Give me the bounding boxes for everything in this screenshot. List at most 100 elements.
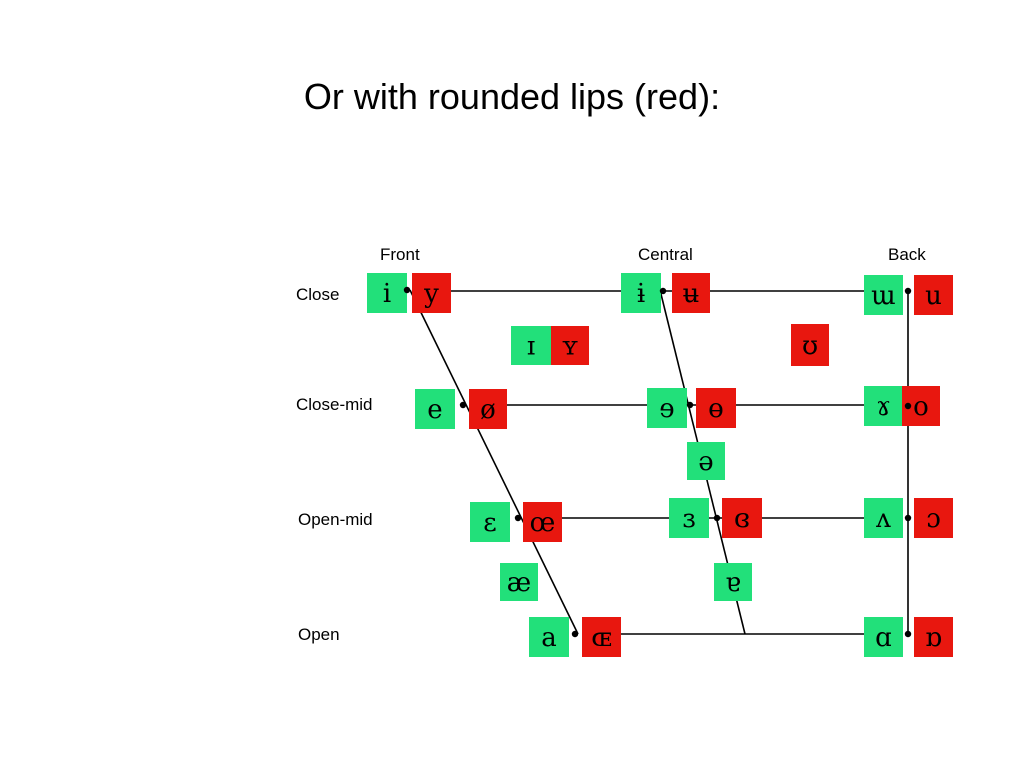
vowel-symbol: ɒ <box>925 623 942 653</box>
vowel-turned-script-a: ɒ <box>914 617 953 657</box>
vowel-symbol: ʌ <box>875 504 891 534</box>
vowel-closed-reversed-epsilon: ɞ <box>722 498 762 538</box>
vowel-open-o: ɔ <box>914 498 953 538</box>
row-label-close-mid: Close-mid <box>296 395 373 414</box>
vowel-symbol: ɤ <box>876 392 891 422</box>
pair-dot <box>686 401 694 409</box>
vowel-barred-u: ʉ <box>672 273 710 313</box>
vowel-e: e <box>415 389 455 429</box>
unrounded-box <box>470 502 510 542</box>
vowel-symbol: ɶ <box>591 623 612 653</box>
unrounded-box <box>864 275 903 315</box>
pair-dot <box>571 630 579 638</box>
vowel-symbol: u <box>925 281 942 311</box>
vowel-symbol: ɞ <box>734 504 750 534</box>
vowel-barred-i: ɨ <box>621 273 661 313</box>
front-diagonal <box>409 289 579 635</box>
pair-dots <box>403 286 912 638</box>
unrounded-box <box>511 326 551 365</box>
vowel-o: o <box>902 386 940 426</box>
rounded-box <box>914 498 953 538</box>
vowel-script-a: ɑ <box>864 617 903 657</box>
vowel-symbol: ʏ <box>561 332 578 362</box>
slide-title: Or with rounded lips (red): <box>303 76 721 117</box>
pair-dot <box>514 514 522 522</box>
column-label-back: Back <box>888 245 926 264</box>
column-label-central: Central <box>638 245 693 264</box>
vowel-o-slash: ø <box>469 389 507 429</box>
unrounded-box <box>621 273 661 313</box>
vowel-symbol: ɐ <box>725 568 741 598</box>
chart-lines <box>409 289 909 635</box>
rounded-box <box>791 324 829 366</box>
rounded-box <box>582 617 621 657</box>
unrounded-box <box>669 498 709 538</box>
vowel-symbol: ɯ <box>871 281 896 311</box>
vowel-symbol: ɘ <box>659 394 674 424</box>
vowel-symbol: ɑ <box>875 623 892 653</box>
vowel-epsilon: ɛ <box>470 502 510 542</box>
vowel-i: i <box>367 273 407 313</box>
vowel-schwa: ə <box>687 442 725 480</box>
vowel-symbol: ɔ <box>926 504 941 534</box>
vowel-oe-ligature: œ <box>523 502 562 542</box>
vowel-a: a <box>529 617 569 657</box>
pair-dot <box>659 287 667 295</box>
rounded-box <box>551 326 589 365</box>
rounded-box <box>672 273 710 313</box>
unrounded-box <box>500 563 538 601</box>
unrounded-box <box>647 388 687 428</box>
vowel-symbol: ø <box>480 395 496 425</box>
vowel-turned-a: ɐ <box>714 563 752 601</box>
unrounded-box <box>415 389 455 429</box>
vowel-symbol: ɜ <box>682 504 695 534</box>
pair-dot <box>713 514 721 522</box>
vowel-symbol: ɵ <box>708 394 724 424</box>
unrounded-box <box>864 386 903 426</box>
vowel-symbol: ɨ <box>637 279 645 309</box>
vowel-symbol: ə <box>698 447 713 477</box>
row-label-close: Close <box>296 285 339 304</box>
vowel-y: y <box>412 273 451 313</box>
vowel-upsilon: ʊ <box>791 324 829 366</box>
vowel-symbol: i <box>383 279 391 309</box>
vowel-symbol: œ <box>530 508 556 538</box>
rounded-box <box>914 617 953 657</box>
rounded-box <box>914 275 953 315</box>
unrounded-box <box>864 617 903 657</box>
vowel-symbol: ʊ <box>802 331 818 361</box>
rounded-box <box>412 273 451 313</box>
unrounded-box <box>529 617 569 657</box>
unrounded-box <box>864 498 903 538</box>
vowel-symbol: y <box>423 279 439 309</box>
row-label-open: Open <box>298 625 340 644</box>
rounded-box <box>696 388 736 428</box>
vowel-turned-v: ʌ <box>864 498 903 538</box>
vowel-symbol: a <box>541 623 557 653</box>
vowel-symbol: e <box>427 395 442 425</box>
pair-dot <box>904 514 912 522</box>
unrounded-box <box>367 273 407 313</box>
vowel-symbol: o <box>913 392 929 422</box>
vowel-symbol: æ <box>507 568 531 598</box>
pair-dot <box>904 630 912 638</box>
column-label-front: Front <box>380 245 420 264</box>
vowel-barred-o: ɵ <box>696 388 736 428</box>
vowel-small-cap-y: ʏ <box>551 326 589 365</box>
vowel-rams-horn: ɤ <box>864 386 903 426</box>
vowel-u: u <box>914 275 953 315</box>
pair-dot <box>403 286 411 294</box>
pair-dot <box>904 402 912 410</box>
vowel-reversed-e: ɘ <box>647 388 687 428</box>
pair-dot <box>904 287 912 295</box>
column-labels: Front Central Back <box>380 245 926 264</box>
rounded-box <box>469 389 507 429</box>
row-label-open-mid: Open-mid <box>298 510 373 529</box>
vowel-symbol: ʉ <box>683 279 700 309</box>
unrounded-box <box>687 442 725 480</box>
vowel-symbol: ɛ <box>483 508 496 538</box>
vowel-reversed-epsilon: ɜ <box>669 498 709 538</box>
pair-dot <box>459 401 467 409</box>
